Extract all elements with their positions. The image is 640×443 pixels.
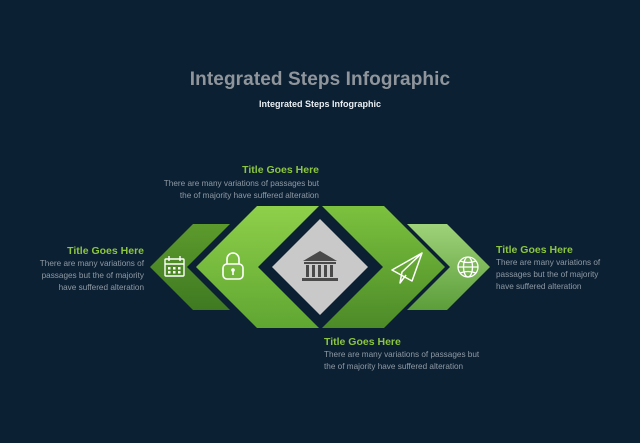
calendar-icon	[164, 256, 185, 277]
lock-icon	[222, 252, 244, 280]
step-1-description: There are many variations of passages bu…	[39, 259, 144, 292]
step-3-title: Title Goes Here	[324, 336, 401, 348]
bank-icon	[302, 251, 338, 281]
step-1-title: Title Goes Here	[67, 245, 144, 257]
page-subtitle: Integrated Steps Infographic	[258, 99, 381, 109]
globe-icon	[457, 256, 479, 278]
step-3-description: There are many variations of passages bu…	[324, 350, 480, 371]
step-1-chevron	[150, 224, 230, 310]
step-2-description: There are many variations of passages bu…	[163, 179, 319, 200]
page-title: Integrated Steps Infographic	[189, 69, 451, 90]
step-3-chevron	[322, 206, 445, 328]
step-4-description: There are many variations of passages bu…	[496, 258, 601, 291]
paper-plane-icon	[391, 252, 423, 284]
step-2-title: Title Goes Here	[242, 164, 319, 176]
step-4-title: Title Goes Here	[496, 244, 573, 256]
step-2-chevron	[196, 206, 319, 328]
